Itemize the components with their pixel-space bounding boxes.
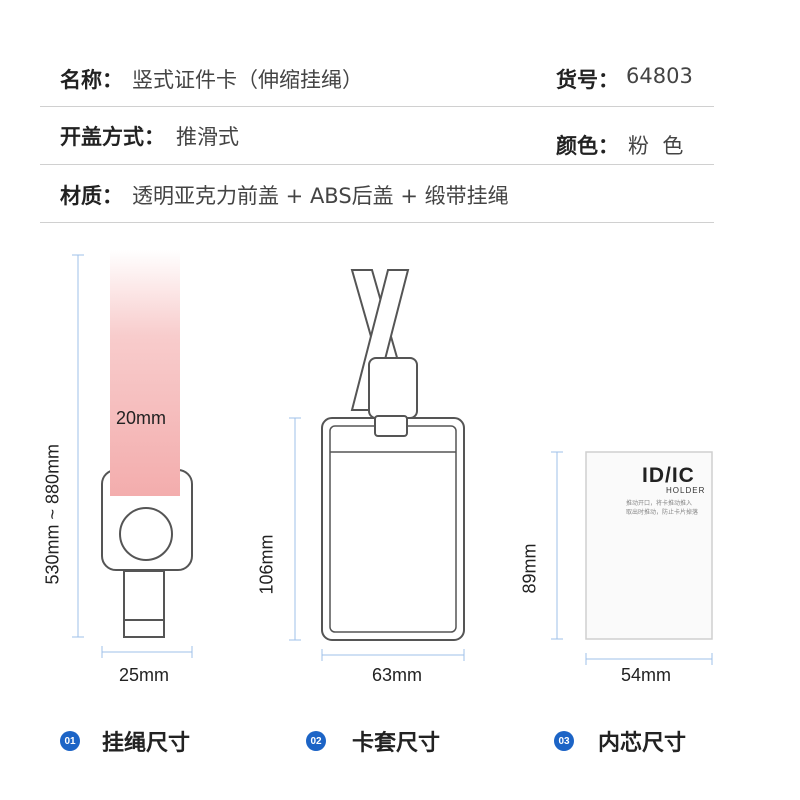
open-method-value: 推滑式 bbox=[176, 125, 239, 149]
card-holder-height-label: 106mm bbox=[256, 534, 277, 595]
card-holder-illustration bbox=[321, 269, 465, 641]
lanyard-strap-width-label: 20mm bbox=[116, 408, 167, 428]
section-number-badge: 02 bbox=[306, 731, 326, 751]
insert-note-line-2: 取出时推动，防止卡片掉落 bbox=[626, 509, 699, 516]
insert-note-line-1: 推动开口，将卡推动推入 bbox=[626, 500, 693, 507]
insert-height-label: 89mm bbox=[519, 543, 540, 594]
spec-row-material: 材质： 透明亚克力前盖 + ABS后盖 + 缎带挂绳 bbox=[40, 164, 714, 223]
spec-row-open: 开盖方式： 推滑式 颜色： 粉 色 bbox=[40, 106, 714, 165]
color-label: 颜色： bbox=[556, 134, 619, 158]
section-card-holder-size: 02 卡套尺寸 bbox=[306, 726, 440, 756]
lanyard-length-label: 530mm ~ 880mm bbox=[42, 443, 63, 585]
section-title: 内芯尺寸 bbox=[598, 731, 687, 756]
section-number-badge: 01 bbox=[60, 731, 80, 751]
section-title: 挂绳尺寸 bbox=[102, 731, 191, 756]
insert-logo-sub: HOLDER bbox=[666, 486, 706, 495]
insert-width-label: 54mm bbox=[621, 665, 672, 685]
insert-dimension-lines bbox=[551, 451, 713, 665]
lanyard-illustration bbox=[101, 250, 193, 638]
section-number-badge: 03 bbox=[554, 731, 574, 751]
section-lanyard-size: 01 挂绳尺寸 bbox=[60, 726, 190, 756]
section-insert-size: 03 内芯尺寸 bbox=[554, 726, 686, 756]
material-label: 材质： bbox=[60, 184, 123, 208]
lanyard-dimension-lines bbox=[72, 254, 193, 658]
spec-row-name: 名称： 竖式证件卡（伸缩挂绳） 货号： 64803 bbox=[40, 48, 714, 107]
lanyard-body-width-label: 25mm bbox=[119, 665, 170, 685]
sku-value: 64803 bbox=[626, 64, 693, 88]
insert-logo: ID/IC bbox=[642, 464, 695, 487]
section-title: 卡套尺寸 bbox=[352, 731, 441, 756]
card-holder-width-label: 63mm bbox=[372, 665, 423, 685]
color-value: 粉 色 bbox=[628, 134, 684, 158]
name-label: 名称： bbox=[60, 68, 123, 92]
open-method-label: 开盖方式： bbox=[60, 125, 165, 149]
material-value: 透明亚克力前盖 + ABS后盖 + 缎带挂绳 bbox=[132, 184, 509, 208]
card-holder-dimension-lines bbox=[289, 417, 465, 661]
lanyard-strap bbox=[110, 250, 180, 496]
insert-card-illustration bbox=[585, 451, 713, 640]
name-value: 竖式证件卡（伸缩挂绳） bbox=[132, 68, 363, 92]
sku-label: 货号： bbox=[556, 68, 619, 92]
